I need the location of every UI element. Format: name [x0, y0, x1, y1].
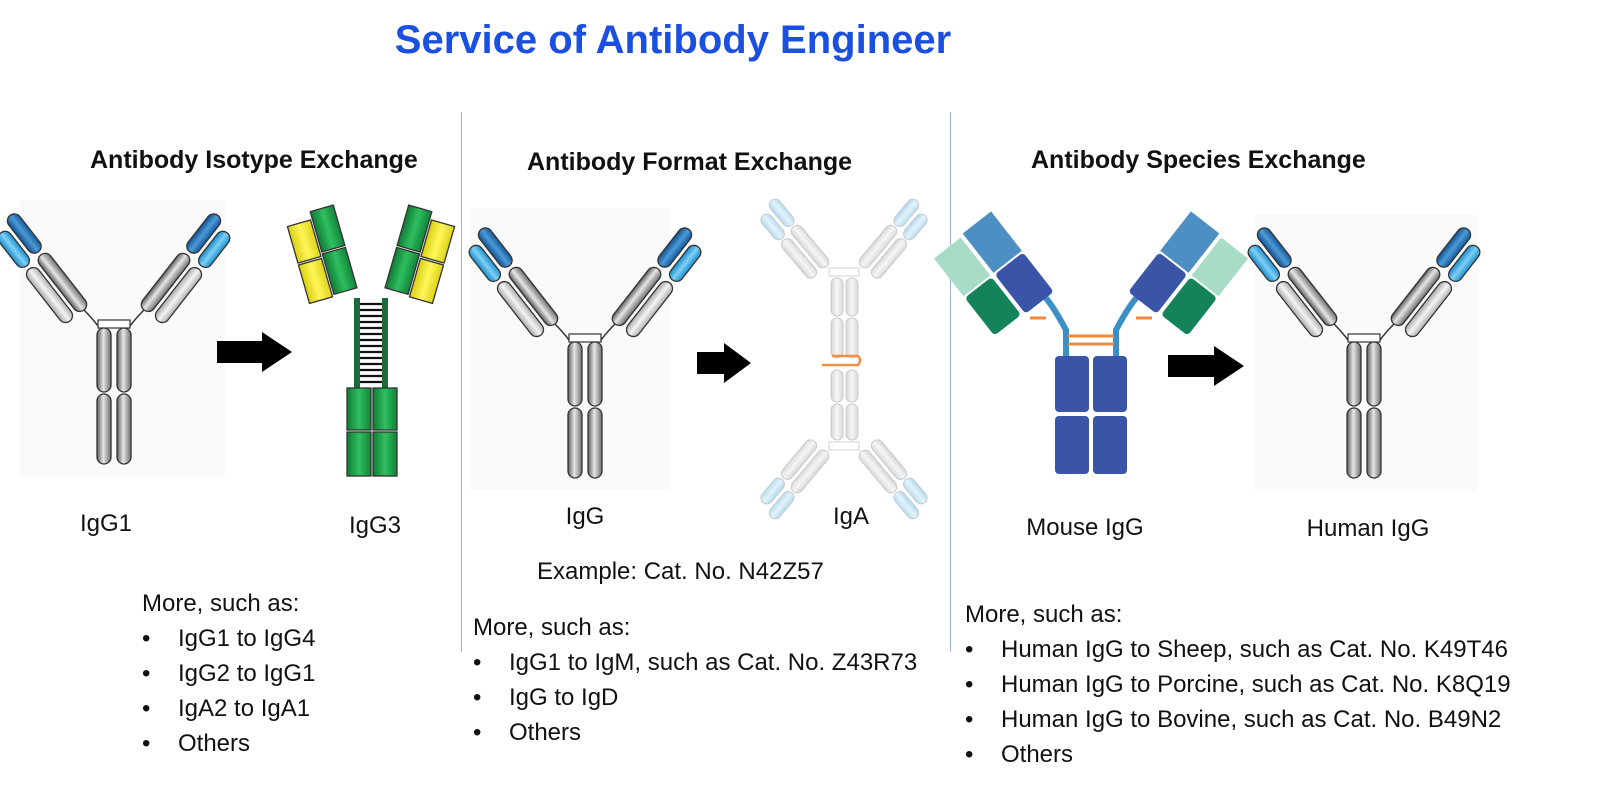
- list-item: Human IgG to Porcine, such as Cat. No. K…: [965, 667, 1511, 702]
- list-item: IgG to IgD: [473, 680, 917, 715]
- igg3-diagram: [286, 204, 456, 477]
- format-example: Example: Cat. No. N42Z57: [537, 558, 824, 585]
- format-exchange-title: Antibody Format Exchange: [527, 148, 853, 176]
- list-item: IgG1 to IgM, such as Cat. No. Z43R73: [473, 645, 917, 680]
- human-igg-diagram: [1239, 215, 1489, 491]
- list-item: Others: [473, 715, 917, 750]
- igg-diagram: [460, 208, 710, 490]
- human-igg-label: Human IgG: [1306, 515, 1430, 542]
- arrow-icon: [1168, 346, 1244, 386]
- isotype-exchange-title: Antibody Isotype Exchange: [90, 146, 418, 174]
- list-item: IgG2 to IgG1: [142, 656, 315, 691]
- igg-label: IgG: [565, 503, 605, 530]
- mouse-igg-diagram: [933, 211, 1249, 474]
- igg1-diagram: [0, 200, 239, 478]
- isotype-more-heading: More, such as:: [142, 590, 300, 617]
- section-divider-1: [461, 112, 462, 652]
- arrow-icon: [217, 332, 292, 372]
- section-divider-2: [950, 112, 951, 652]
- list-item: IgA2 to IgA1: [142, 691, 315, 726]
- list-item: Others: [142, 726, 315, 761]
- igg3-label: IgG3: [348, 512, 402, 539]
- species-exchange-title: Antibody Species Exchange: [1031, 146, 1366, 174]
- format-more-list: More, such as: IgG1 to IgM, such as Cat.…: [473, 610, 917, 750]
- page-title: Service of Antibody Engineer: [394, 18, 952, 62]
- isotype-more-list: More, such as: IgG1 to IgG4 IgG2 to IgG1…: [142, 586, 315, 761]
- arrow-icon: [697, 343, 751, 383]
- list-item: Human IgG to Sheep, such as Cat. No. K49…: [965, 632, 1511, 667]
- species-more-list: More, such as: Human IgG to Sheep, such …: [965, 597, 1511, 772]
- species-more-heading: More, such as:: [965, 601, 1123, 628]
- format-more-heading: More, such as:: [473, 614, 631, 641]
- igg1-label: IgG1: [79, 510, 133, 537]
- iga-label: IgA: [832, 503, 870, 530]
- iga-diagram: [760, 198, 928, 520]
- list-item: Others: [965, 737, 1511, 772]
- list-item: Human IgG to Bovine, such as Cat. No. B4…: [965, 702, 1511, 737]
- mouse-igg-label: Mouse IgG: [1026, 514, 1144, 541]
- list-item: IgG1 to IgG4: [142, 621, 315, 656]
